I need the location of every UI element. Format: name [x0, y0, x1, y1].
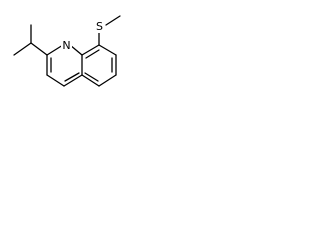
bond-isopropyl-methyl-top	[30, 42, 48, 56]
sulfur-atom-label: S	[96, 20, 103, 33]
bond-c4-c4a-double	[64, 72, 80, 82]
bond-c4-c4a	[63, 74, 83, 87]
structure-diagram: N S	[13, 15, 121, 87]
molecule-canvas: N S	[0, 0, 183, 125]
bond-c3-c4	[46, 74, 65, 87]
sulfur-label-background	[94, 19, 105, 33]
bond-c5-c4a-double	[84, 72, 99, 82]
nitrogen-label-background	[61, 38, 72, 52]
nitrogen-atom-label: N	[62, 39, 70, 52]
bond-c5-c4a	[81, 74, 100, 87]
bond-c6-c5	[98, 74, 117, 87]
bond-c8-c7	[98, 44, 117, 56]
bond-c8a-c8-double	[85, 49, 100, 59]
bond-isopropyl-methyl-left	[13, 42, 32, 56]
bond-c2-n1	[46, 44, 64, 56]
bond-c8a-c8	[81, 44, 100, 56]
bond-s-methyl	[105, 15, 121, 26]
